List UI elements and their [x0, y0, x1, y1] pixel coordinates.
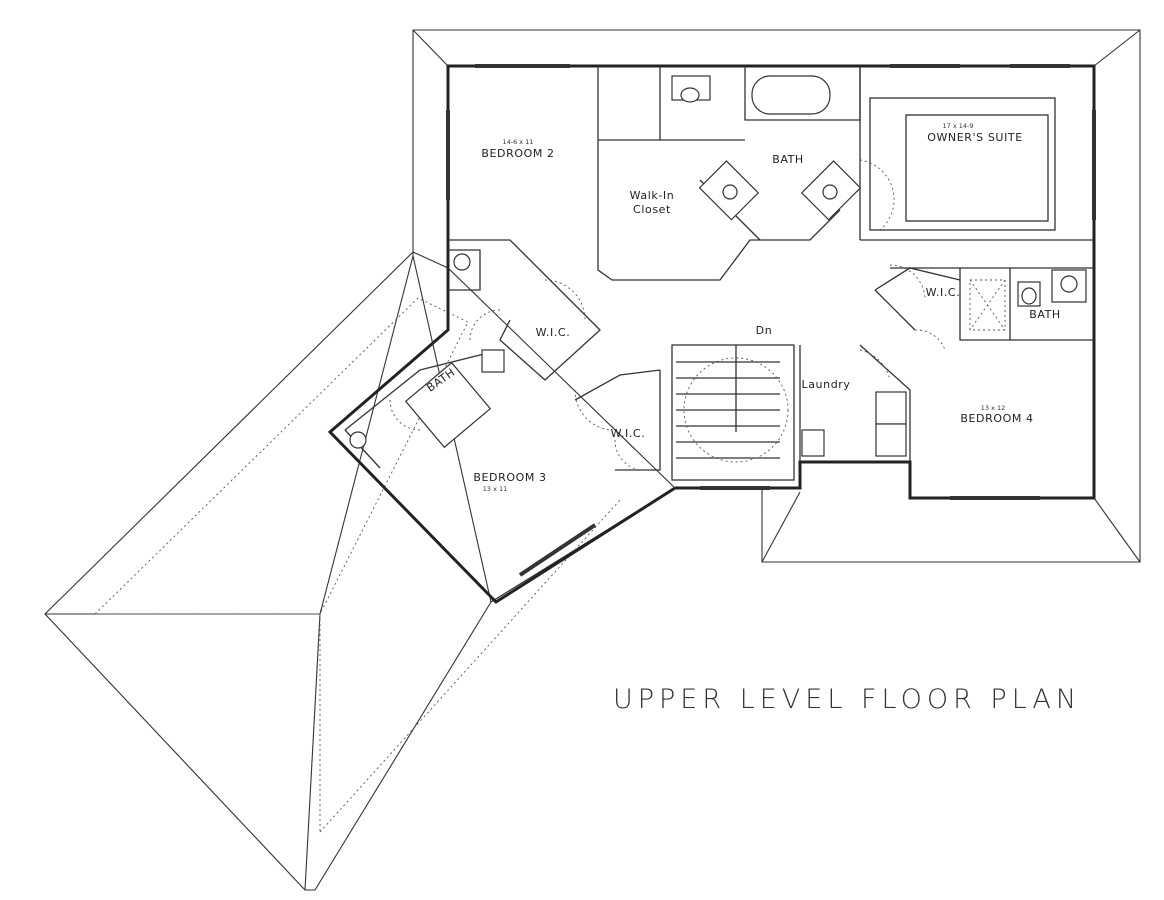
door-swings — [389, 159, 946, 471]
bedroom2-label: BEDROOM 2 — [481, 147, 554, 160]
owners-suite-dim: 17 x 14-9 — [942, 122, 973, 130]
bedroom3-label: BEDROOM 3 — [473, 471, 546, 484]
wic-bed3-label: W.I.C. — [611, 427, 646, 440]
plan-title: UPPER LEVEL FLOOR PLAN — [613, 684, 1081, 715]
walkin-closet-label-1: Walk-In — [630, 189, 675, 202]
exterior-walls — [327, 64, 1096, 604]
roof-outline — [44, 29, 1141, 891]
fixtures — [349, 75, 1087, 463]
interior-walls — [344, 66, 1094, 481]
laundry-label: Laundry — [801, 378, 850, 391]
bedroom2-dim: 14-6 x 11 — [502, 138, 533, 146]
bedroom4-label: BEDROOM 4 — [960, 412, 1033, 425]
walkin-closet-label-2: Closet — [633, 203, 671, 216]
stair-down-label: Dn — [756, 324, 773, 337]
wic-bed4-label: W.I.C. — [926, 286, 961, 299]
windows — [446, 64, 1096, 577]
bedroom4-dim: 13 x 12 — [981, 404, 1006, 412]
wic-bed2-label: W.I.C. — [536, 326, 571, 339]
bedroom3-dim: 13 x 11 — [483, 485, 508, 493]
owners-suite-label: OWNER'S SUITE — [927, 131, 1023, 144]
bath-bed4-label: BATH — [1029, 308, 1061, 321]
owners-bath-label: BATH — [772, 153, 804, 166]
stair-treads — [676, 357, 789, 463]
